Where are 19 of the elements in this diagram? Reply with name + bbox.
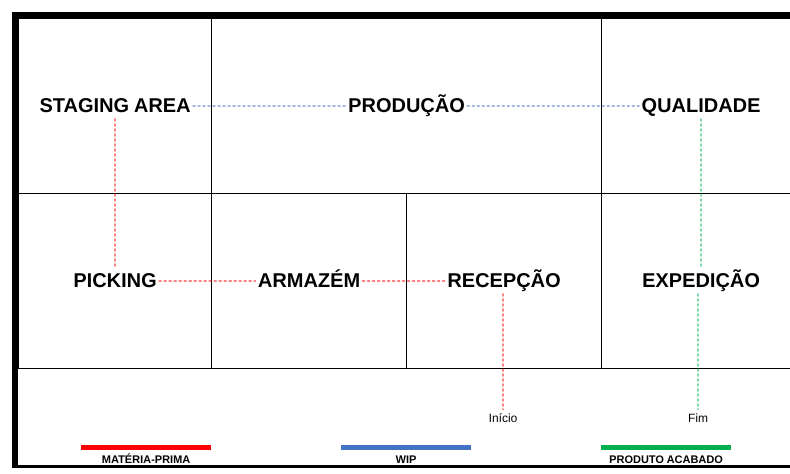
flow-line <box>362 280 446 282</box>
area-label: ARMAZÉM <box>258 270 360 292</box>
area-label: RECEPÇÃO <box>447 270 561 292</box>
area-label: EXPEDIÇÃO <box>642 270 760 292</box>
flow-line <box>700 118 702 269</box>
area-label: PRODUÇÃO <box>348 94 465 118</box>
legend-label: MATÉRIA-PRIMA <box>102 454 190 466</box>
flow-line <box>502 293 504 410</box>
area-cell <box>18 18 212 194</box>
flow-line <box>158 280 256 282</box>
legend-label: WIP <box>396 454 416 466</box>
area-label: STAGING AREA <box>39 94 191 118</box>
point-label: Fim <box>688 411 708 425</box>
flow-line <box>114 118 116 269</box>
area-label: QUALIDADE <box>642 94 760 118</box>
area-label: PICKING <box>73 270 157 292</box>
legend-label: PRODUTO ACABADO <box>609 454 723 466</box>
point-label: Início <box>488 411 518 425</box>
area-cell <box>18 193 212 369</box>
